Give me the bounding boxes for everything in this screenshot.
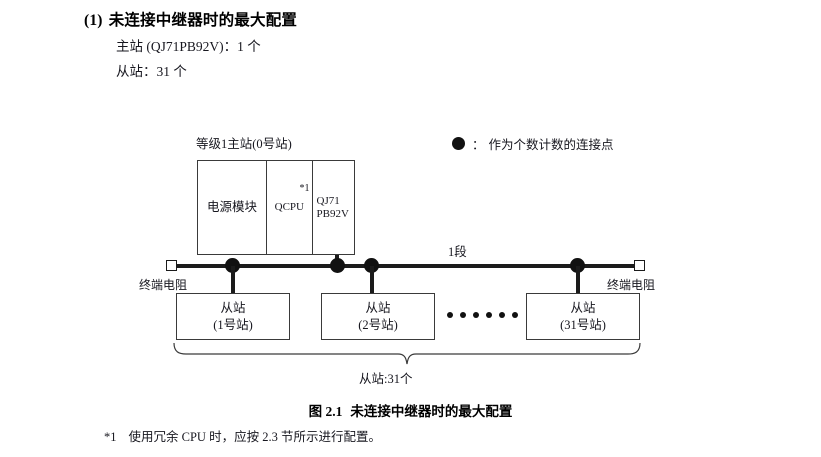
- module-qcpu-label: QCPU: [274, 201, 304, 214]
- footnote: *1 使用冗余 CPU 时，应按 2.3 节所示进行配置。: [104, 426, 381, 445]
- segment-label: 1段: [448, 245, 467, 259]
- slave-group-brace-label: 从站:31个: [359, 372, 413, 386]
- slave-station-box: 从站 (31号站): [526, 293, 640, 340]
- terminal-resistor-right-label: 终端电阻: [607, 278, 656, 292]
- section-heading: (1) 未连接中继器时的最大配置: [84, 8, 297, 30]
- slave-station-number: (2号站): [358, 317, 398, 332]
- section-number: (1): [84, 12, 103, 29]
- legend-text: 作为个数计数的连接点: [488, 138, 614, 152]
- connection-point-dot-icon: [330, 258, 345, 273]
- connection-point-dot-icon: [225, 258, 240, 273]
- bus-trunk-line: [176, 264, 638, 268]
- section-title: 未连接中继器时的最大配置: [108, 12, 298, 29]
- connection-point-dot-icon: [452, 137, 465, 150]
- slave-station-number: (31号站): [560, 317, 606, 332]
- footnote-text: 使用冗余 CPU 时，应按 2.3 节所示进行配置。: [128, 430, 381, 444]
- slave-drop-line: [576, 266, 580, 294]
- connection-point-dot-icon: [570, 258, 585, 273]
- footnote-marker: *1: [104, 430, 117, 444]
- slave-station-box: 从站 (2号站): [321, 293, 435, 340]
- slave-station-name: 从站: [365, 301, 391, 316]
- legend-colon: ：: [472, 138, 485, 152]
- slave-station-box: 从站 (1号站): [176, 293, 290, 340]
- spec-master-count: 主站 (QJ71PB92V)：1 个: [116, 39, 261, 54]
- slave-station-name: 从站: [570, 301, 596, 316]
- slave-station-number: (1号站): [213, 317, 253, 332]
- spec-slave-count: 从站：31 个: [116, 64, 187, 79]
- slave-drop-line: [370, 266, 374, 294]
- terminal-resistor-left-label: 终端电阻: [139, 278, 188, 292]
- figure-number: 图 2.1: [308, 404, 343, 419]
- slave-ellipsis-icon: [447, 312, 518, 318]
- figure-title: 未连接中继器时的最大配置: [350, 404, 513, 419]
- module-qcpu: QCPU *1: [267, 161, 313, 254]
- brace-icon: [173, 342, 641, 365]
- terminal-resistor-left-icon: [166, 260, 177, 271]
- connection-point-dot-icon: [364, 258, 379, 273]
- diagram-legend: ： 作为个数计数的连接点: [452, 134, 614, 153]
- module-power-supply-label: 电源模块: [207, 200, 258, 215]
- terminal-resistor-right-icon: [634, 260, 645, 271]
- module-qj71pb92v-label-line1: QJ71: [316, 194, 340, 207]
- master-station-block: 电源模块 QCPU *1 QJ71 PB92V: [197, 160, 355, 255]
- module-qj71pb92v: QJ71 PB92V: [313, 161, 355, 254]
- module-qj71pb92v-label-line2: PB92V: [316, 207, 349, 220]
- slave-station-name: 从站: [220, 301, 246, 316]
- figure-caption: 图 2.1 未连接中继器时的最大配置: [0, 400, 821, 420]
- master-station-caption: 等级1主站(0号站): [196, 137, 292, 151]
- slave-drop-line: [231, 266, 235, 294]
- qcpu-footnote-marker: *1: [299, 183, 310, 194]
- slave-group-brace: [172, 342, 642, 365]
- module-power-supply: 电源模块: [198, 161, 268, 254]
